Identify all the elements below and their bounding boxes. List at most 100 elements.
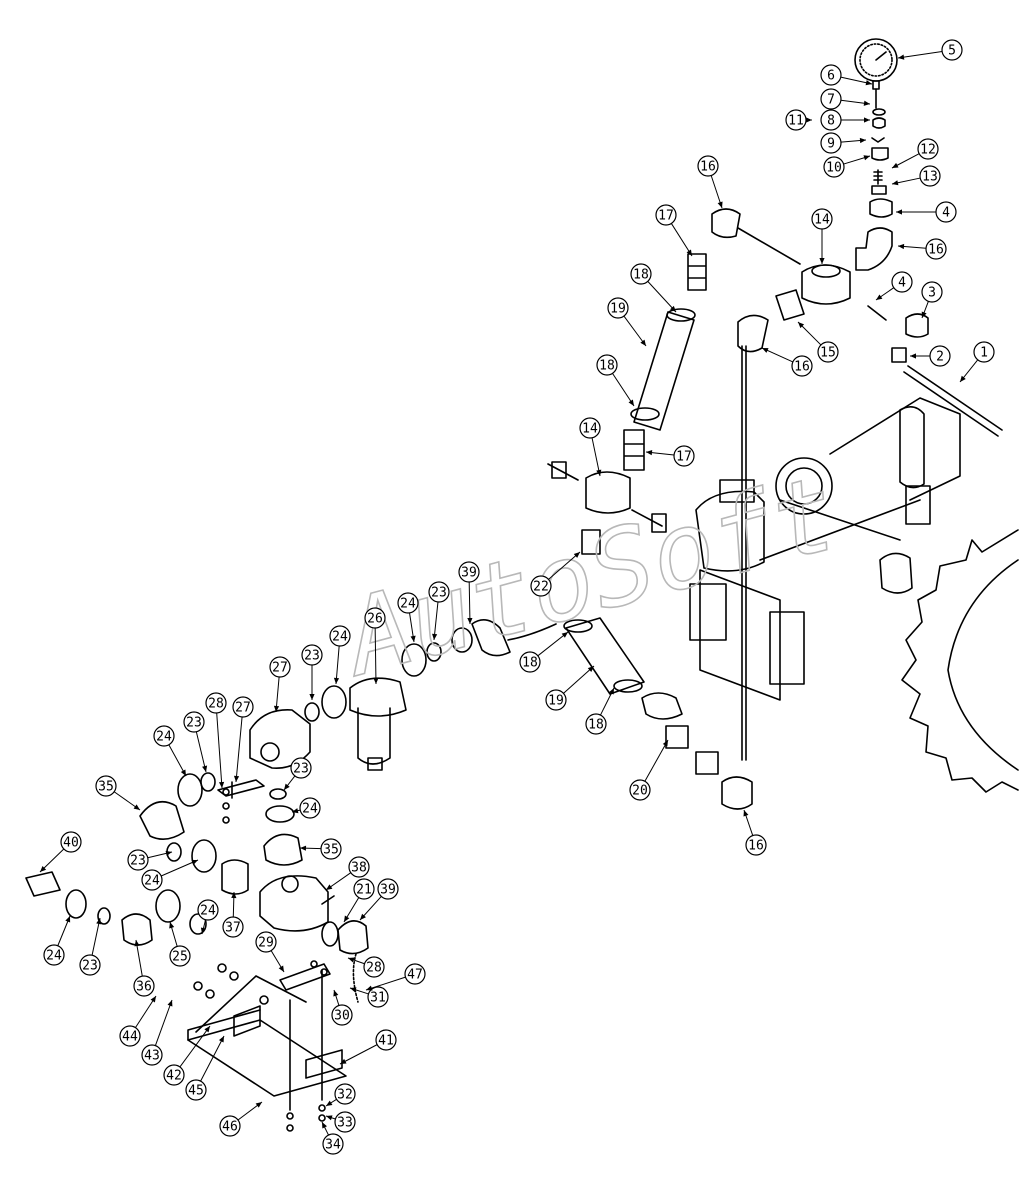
callout-arrowhead	[191, 860, 198, 865]
callout-circle	[935, 201, 957, 223]
callout-arrowhead	[133, 804, 140, 810]
callout-circle	[545, 689, 567, 711]
callout-number: 24	[156, 730, 172, 745]
strainer-assembly	[349, 677, 407, 771]
callout-arrowhead	[300, 845, 307, 851]
callout-32: 32	[325, 1083, 356, 1107]
callout-number: 19	[548, 694, 564, 709]
callout-41: 41	[339, 1029, 397, 1065]
callout-number: 23	[82, 959, 98, 974]
callout-arrowhead	[561, 632, 568, 638]
callout-number: 39	[380, 883, 396, 898]
callout-number: 28	[366, 961, 382, 976]
callout-circle	[141, 869, 163, 891]
callout-arrowhead	[762, 348, 769, 353]
callout-arrowhead	[366, 985, 373, 991]
callout-number: 28	[208, 697, 224, 712]
callout-number: 24	[302, 802, 318, 817]
callout-number: 22	[533, 580, 549, 595]
callout-circle	[428, 581, 450, 603]
callout-18: 18	[596, 354, 635, 407]
callout-arrowhead	[326, 1115, 333, 1121]
callout-arrowhead	[255, 1102, 262, 1108]
callout-arrowhead	[165, 850, 172, 856]
callout-circle	[133, 975, 155, 997]
callout-circle	[607, 297, 629, 319]
callout-35: 35	[299, 838, 342, 860]
callout-16: 16	[697, 155, 723, 209]
callout-number: 17	[658, 209, 674, 224]
callout-23: 23	[301, 644, 323, 700]
callout-circle	[921, 281, 943, 303]
callout-8: 8	[820, 109, 870, 131]
callout-circle	[585, 713, 607, 735]
callout-number: 23	[431, 586, 447, 601]
callout-31: 31	[349, 986, 389, 1008]
callout-circle	[322, 1133, 344, 1155]
callout-arrowhead	[360, 913, 366, 920]
callout-arrowhead	[204, 1026, 210, 1033]
callout-circle	[79, 954, 101, 976]
callout-arrowhead	[65, 916, 71, 923]
callout-number: 6	[827, 69, 835, 84]
callout-20: 20	[629, 739, 669, 801]
callout-arrowhead	[819, 258, 825, 264]
callout-number: 9	[827, 137, 835, 152]
callout-arrowhead	[200, 927, 206, 934]
callout-38: 38	[325, 856, 370, 891]
callout-circle	[891, 271, 913, 293]
callout-leader-line	[154, 999, 173, 1046]
callout-2: 2	[910, 345, 951, 367]
callout-number: 2	[936, 350, 944, 365]
callout-number: 37	[225, 921, 241, 936]
callout-leader-line	[670, 223, 693, 257]
callout-circle	[367, 986, 389, 1008]
callout-23: 23	[127, 849, 173, 871]
callout-number: 14	[814, 213, 830, 228]
callout-18: 18	[585, 687, 615, 735]
callout-7: 7	[820, 88, 871, 110]
callout-circle	[820, 64, 842, 86]
callout-27: 27	[232, 696, 254, 783]
callout-arrowhead	[859, 137, 866, 144]
callout-30: 30	[331, 989, 353, 1026]
callout-arrowhead	[960, 375, 966, 382]
callout-leader-line	[91, 917, 101, 956]
callout-circle	[163, 1064, 185, 1086]
callout-6: 6	[820, 64, 873, 86]
callout-number: 35	[98, 780, 114, 795]
callout-23: 23	[79, 917, 102, 976]
callout-leader-line	[647, 281, 677, 313]
callout-number: 17	[676, 450, 692, 465]
callout-16: 16	[897, 238, 947, 260]
callout-number: 24	[200, 904, 216, 919]
callout-arrowhead	[896, 209, 902, 215]
assembly-line-art	[25, 38, 1019, 1132]
callout-circle	[348, 856, 370, 878]
callout-28: 28	[347, 956, 385, 978]
callout-number: 45	[188, 1084, 204, 1099]
callout-number: 18	[633, 268, 649, 283]
callout-23: 23	[183, 711, 208, 773]
callout-number: 35	[323, 843, 339, 858]
callout-19: 19	[607, 297, 647, 347]
callout-arrowhead	[573, 552, 580, 558]
callout-arrowhead	[467, 617, 473, 624]
callout-arrowhead	[167, 1000, 173, 1007]
callout-circle	[629, 779, 651, 801]
callout-arrowhead	[898, 54, 905, 60]
callout-leader-line	[135, 939, 143, 977]
callout-number: 11	[788, 114, 804, 129]
callout-circle	[127, 849, 149, 871]
callout-arrowhead	[432, 633, 438, 640]
callout-circle	[329, 625, 351, 647]
callout-46: 46	[219, 1101, 263, 1137]
callout-number: 27	[235, 701, 251, 716]
callout-42: 42	[163, 1025, 211, 1086]
callout-circle	[119, 1025, 141, 1047]
callout-18: 18	[519, 631, 569, 673]
callout-14: 14	[579, 417, 602, 477]
callout-arrowhead	[373, 677, 379, 684]
callout-arrowhead	[921, 311, 927, 318]
callout-circle	[255, 931, 277, 953]
